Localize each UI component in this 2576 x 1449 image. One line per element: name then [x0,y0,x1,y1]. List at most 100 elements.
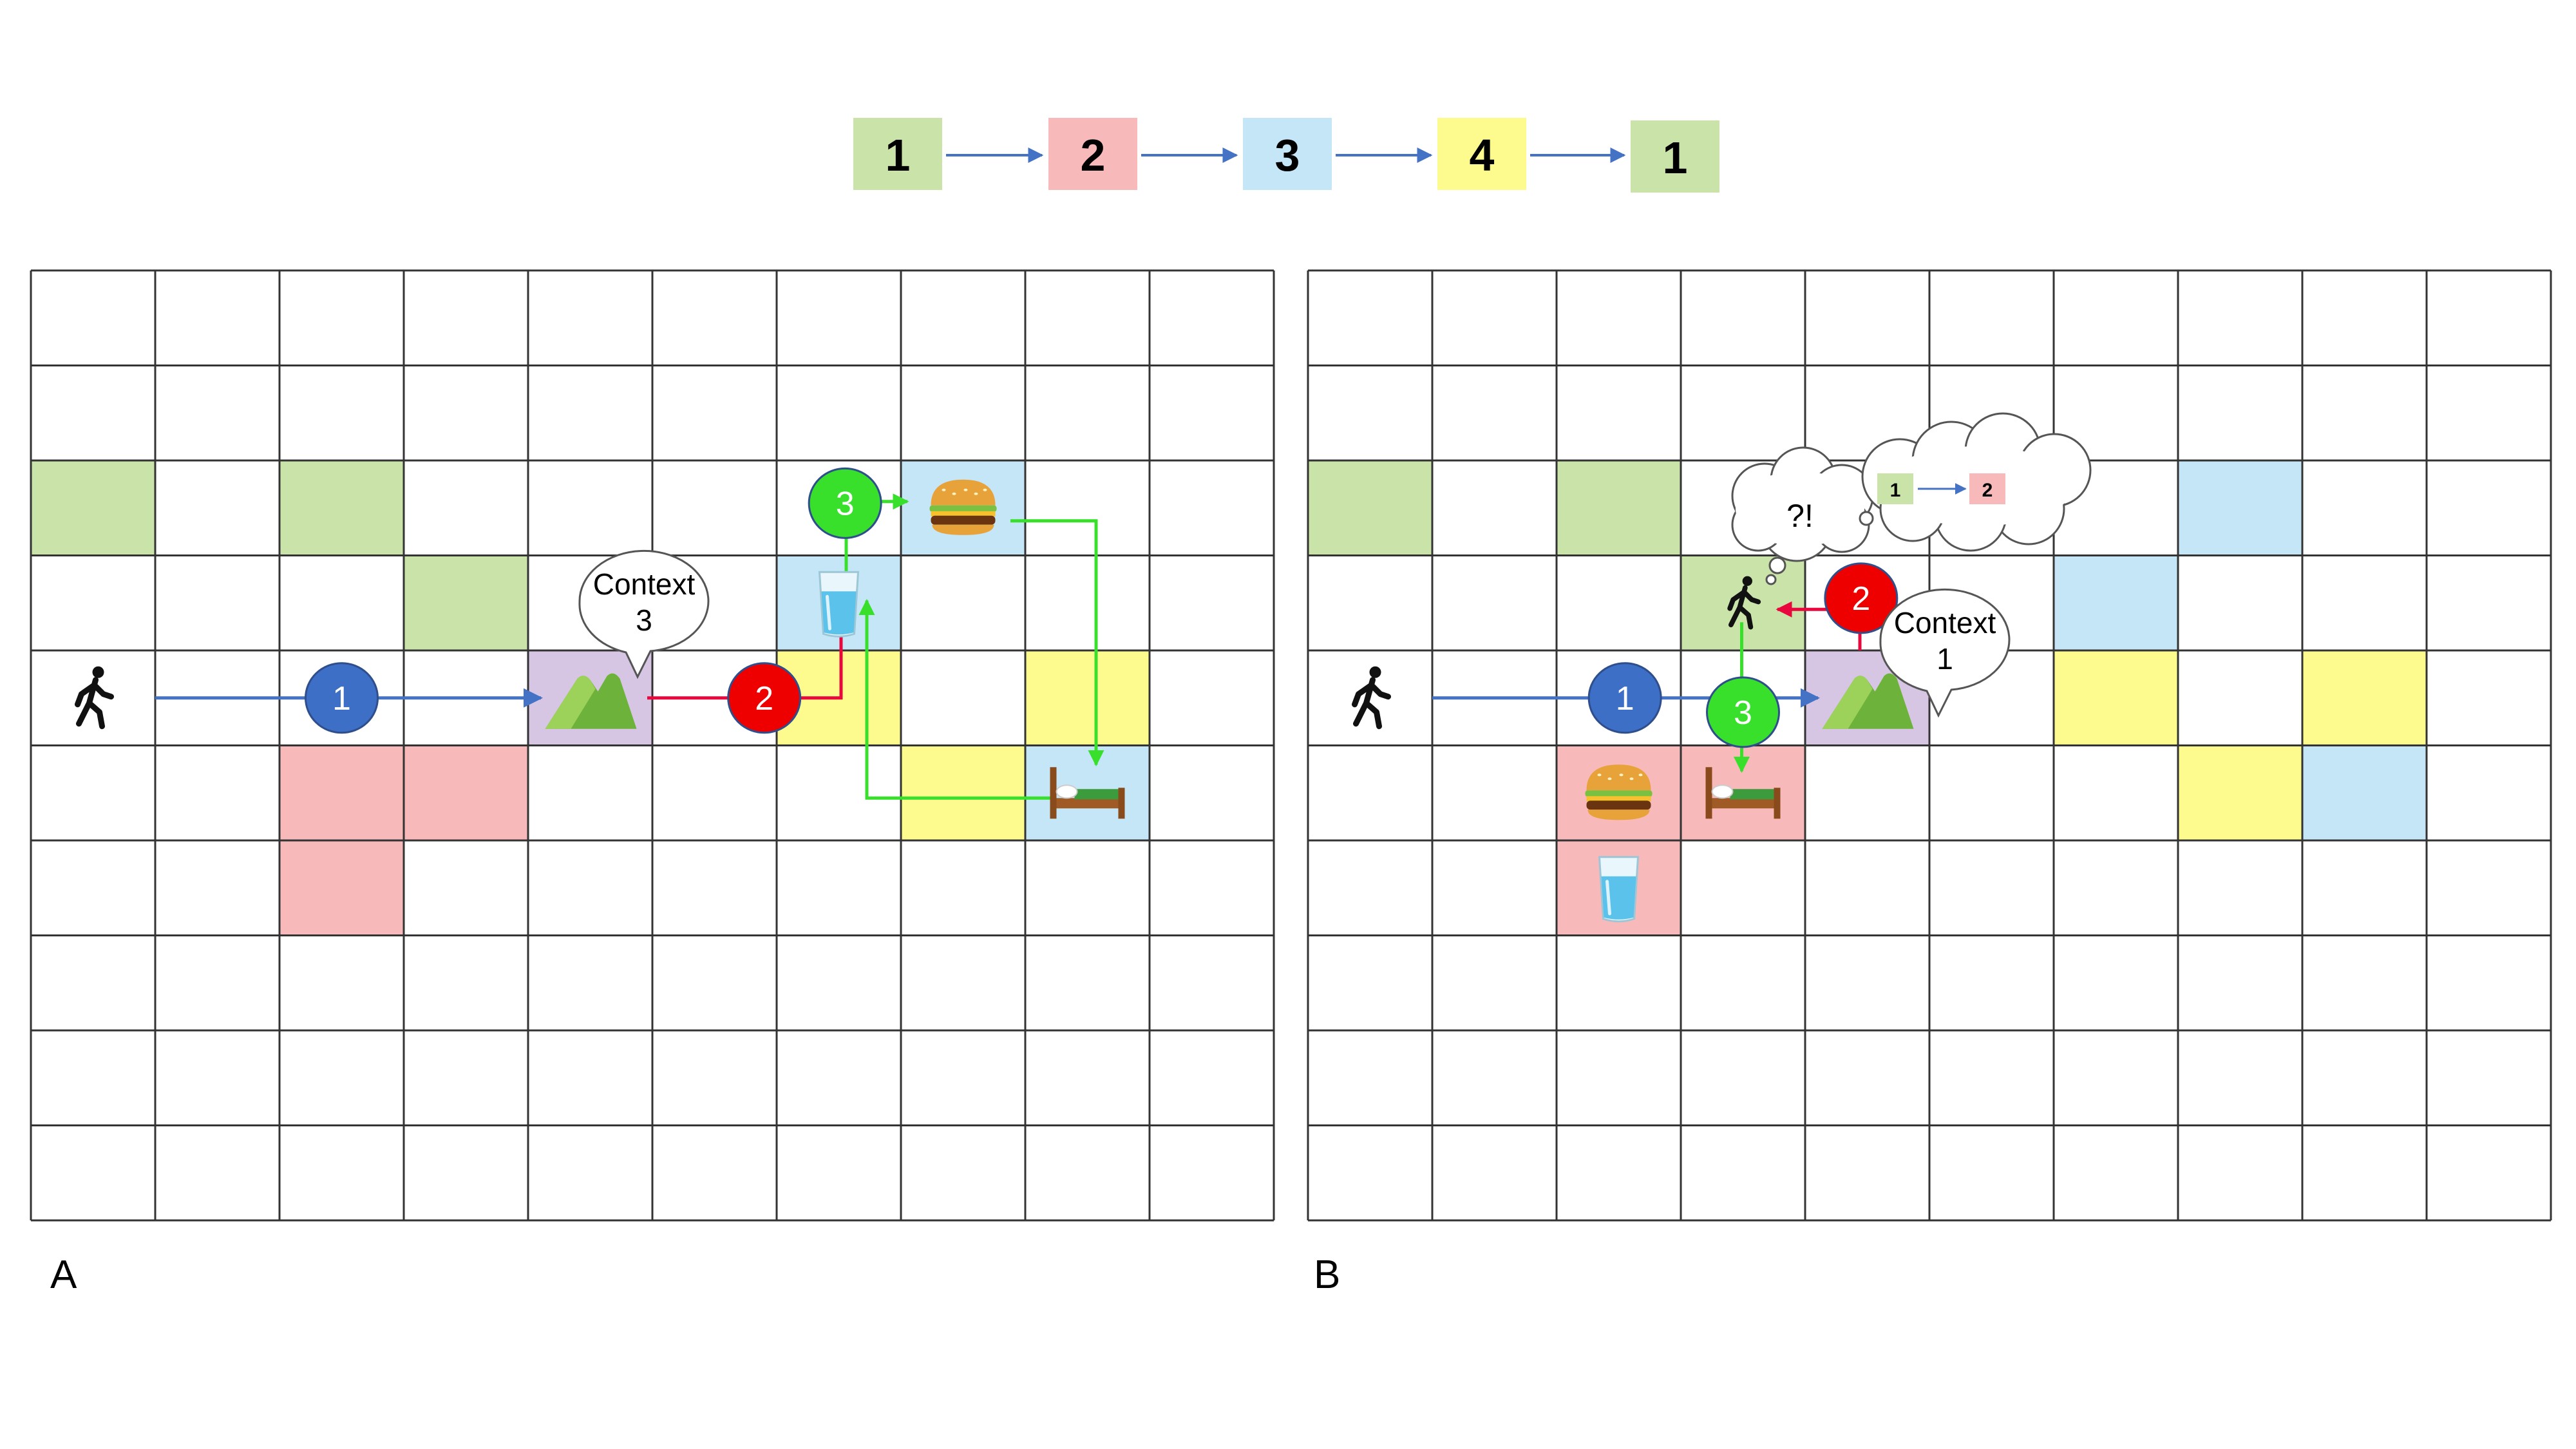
burger-seed [1638,773,1643,777]
thought-cloud-exclaim: ?! [1731,446,1874,585]
grid-cell-yellow [2054,650,2178,746]
water-glass-icon [1598,856,1640,923]
grid-cell-yellow [1025,650,1150,746]
bed-pillow [1711,784,1734,799]
step-badge-circle [727,662,802,734]
speech-bubble-line1: Context [1894,606,1996,639]
bed-headboard [1705,767,1712,819]
sequence-box-label: 4 [1470,130,1495,180]
burger-seed [1619,773,1624,777]
burger-cheese [1586,796,1651,802]
burger-cheese [931,511,996,516]
mountain-highlight [1822,676,1873,729]
burger-patty [931,515,996,525]
bed-frame [1712,798,1774,809]
colored-cells [1308,460,2427,936]
speech-bubble-shape [578,549,710,679]
walker-icon [75,666,114,730]
bed-frame [1056,798,1119,809]
grid-cell-blue [2054,555,2178,650]
burger-seed [974,492,978,495]
context-sequence: 1 2 3 4 1 [853,118,1719,193]
walker-icon [1727,576,1761,630]
mini-box-to [1969,473,2005,504]
mini-box-from [1877,473,1913,504]
bed-pillow [1056,784,1078,799]
burger-seed [1607,777,1612,781]
sequence-box-5: 1 [1631,120,1719,193]
burger-seed [1597,773,1602,777]
mini-box-from-label: 1 [1890,480,1901,501]
mini-box-to-label: 2 [1982,480,1993,501]
grid-cell-pink [404,745,528,840]
burger-icon [1585,764,1653,820]
step-badge-circle [305,662,379,734]
grid-cell-yellow [901,745,1025,840]
grid-cell-green [279,460,404,556]
sequence-box-4: 4 [1437,118,1526,190]
sequence-box-fill [853,118,942,190]
burger-seed [942,488,946,491]
grid-cell-green [404,555,528,650]
sequence-box-label: 2 [1081,130,1106,180]
grid-cell-pink [279,840,404,936]
grid-icons [1352,576,1914,923]
step-badge-label: 2 [1852,580,1870,618]
step-badge-3: 3 [808,467,882,539]
grid-cell-yellow [2302,650,2427,746]
step-badge-label: 3 [1734,694,1752,732]
bed-headboard [1050,767,1057,819]
walker-icon [1352,666,1391,730]
sequence-box-1: 1 [853,118,942,190]
glass-shine [1605,880,1611,916]
bed-footboard [1774,788,1781,819]
burger-seed [952,492,956,495]
walker-body [75,677,114,730]
walker-body [1727,585,1761,630]
step-badge-2: 2 [727,662,802,734]
bed-blanket [1730,789,1774,800]
glass-shine [826,594,831,630]
thought-exclaim-text: ?! [1786,498,1814,534]
step-badge-1: 1 [305,662,379,734]
burger-bun-bottom [1587,810,1650,820]
walker-head [1369,666,1381,678]
step-badge-circle [1824,562,1899,634]
step-badge-3: 3 [1706,676,1780,748]
walker-body [1352,677,1391,730]
grid-lines [30,269,1275,1222]
grid-cell-blue [2302,745,2427,840]
step-badge-circle [808,467,882,539]
bed-blanket [1074,789,1119,800]
sequence-box-fill [1243,118,1332,190]
burger-seed [983,488,987,491]
burger-bun-top [931,479,996,506]
grid-cell-green [31,460,155,556]
cloud-fill [1736,471,1864,546]
grid-icons [75,479,1125,819]
grid-lines [1307,269,2552,1222]
burger-bun-bottom [932,524,994,535]
path-arrow-green [1010,519,1104,766]
speech-bubble-line2: 1 [1937,642,1953,676]
sequence-box-label: 3 [1275,130,1300,180]
grid-cell-green [1308,460,1432,556]
sequence-box-label: 1 [1663,133,1688,183]
step-badge-1: 1 [1587,662,1662,734]
sequence-box-label: 1 [886,130,911,180]
burger-patty [1586,800,1651,810]
mountain-icon [545,673,637,729]
speech-bubble-shape [1879,588,2011,718]
path-arrow-green [858,599,1051,800]
grid-cell-green [1557,460,1681,556]
bed-footboard [1118,788,1125,819]
burger-seed [1629,777,1634,781]
sequence-box-fill [1048,118,1137,190]
mountain-icon [1822,673,1914,729]
